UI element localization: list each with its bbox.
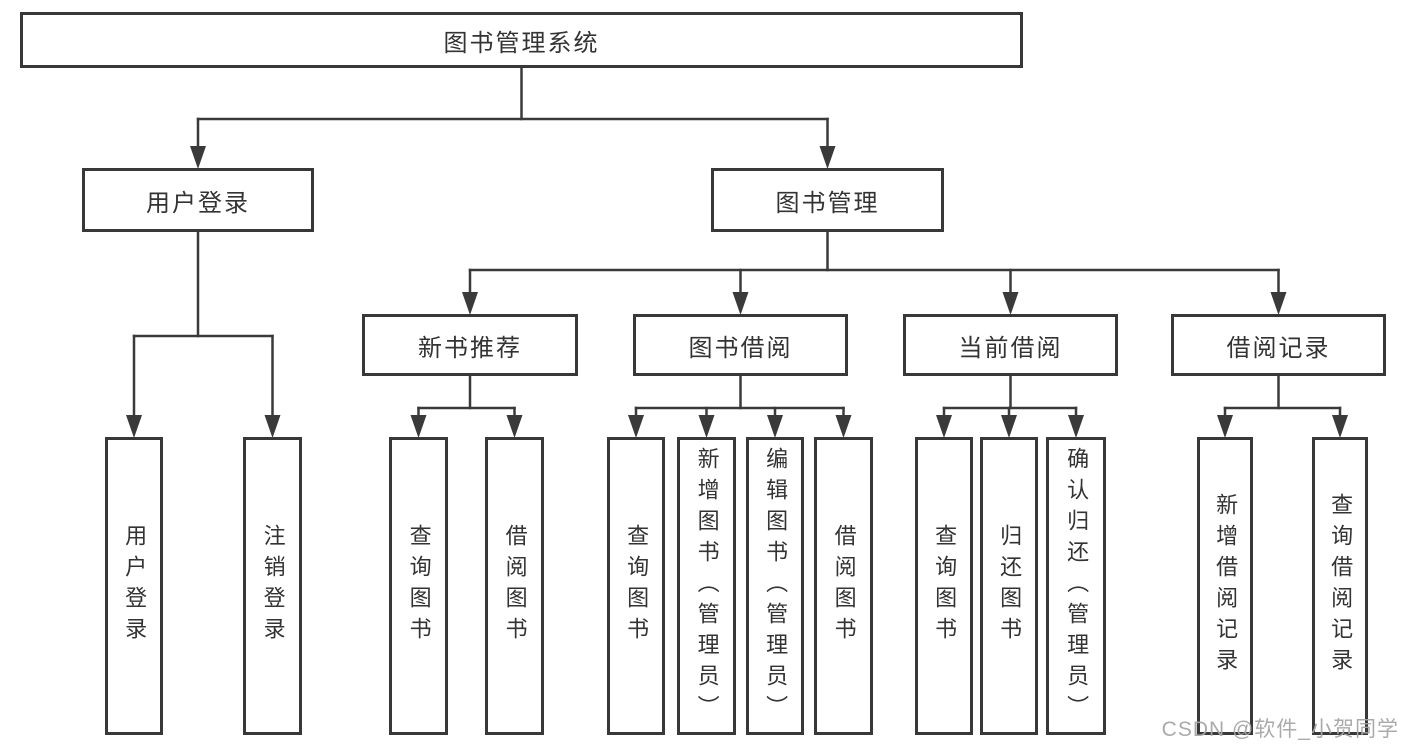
arrowhead-icon	[819, 146, 836, 169]
node-label-borrow-book-borrow: 借阅图书	[831, 524, 857, 648]
node-query-book-current: 查询图书	[915, 437, 973, 735]
node-label-add-book-admin: 新增图书（管理员）	[694, 446, 720, 726]
node-label-logout-op: 注销登录	[260, 524, 286, 648]
node-book-management: 图书管理	[711, 168, 944, 232]
node-label-borrow-book-recommend: 借阅图书	[502, 524, 528, 648]
connector-book-borrowing	[628, 374, 852, 438]
node-label-add-borrow-record: 新增借阅记录	[1213, 493, 1239, 679]
arrowhead-icon	[732, 292, 749, 315]
node-borrow-book-borrow: 借阅图书	[814, 437, 873, 735]
node-query-book-recommend: 查询图书	[389, 437, 448, 735]
node-query-borrow-record: 查询借阅记录	[1312, 437, 1368, 735]
arrowhead-icon	[126, 415, 142, 438]
arrowhead-icon	[1270, 292, 1287, 315]
arrowhead-icon	[628, 415, 644, 438]
node-label-new-book-recommend: 新书推荐	[418, 334, 522, 362]
connector-book-management	[462, 230, 1287, 315]
node-label-current-borrowing: 当前借阅	[958, 334, 1063, 362]
node-label-query-borrow-record: 查询借阅记录	[1328, 493, 1354, 679]
arrowhead-icon	[1068, 415, 1084, 438]
node-current-borrowing: 当前借阅	[903, 314, 1118, 376]
arrowhead-icon	[1002, 292, 1019, 315]
node-borrowing-records: 借阅记录	[1171, 314, 1386, 376]
node-return-book: 归还图书	[980, 437, 1038, 735]
node-label-book-borrowing: 图书借阅	[688, 334, 793, 362]
arrowhead-icon	[835, 415, 852, 438]
node-label-user-login: 用户登录	[146, 189, 250, 217]
arrowhead-icon	[698, 415, 715, 438]
node-book-borrowing: 图书借阅	[633, 314, 848, 376]
node-label-root: 图书管理系统	[443, 29, 600, 57]
node-label-query-book-current: 查询图书	[932, 524, 958, 648]
node-add-book-admin: 新增图书（管理员）	[677, 437, 736, 735]
node-borrow-book-recommend: 借阅图书	[485, 437, 544, 735]
arrowhead-icon	[506, 415, 523, 438]
node-label-query-book-borrow: 查询图书	[624, 524, 650, 648]
arrowhead-icon	[410, 415, 427, 438]
arrowhead-icon	[462, 292, 478, 315]
arrowhead-icon	[264, 415, 281, 438]
connector-user-login	[126, 230, 281, 438]
arrowhead-icon	[190, 146, 206, 169]
node-label-query-book-recommend: 查询图书	[406, 524, 432, 648]
node-label-borrowing-records: 借阅记录	[1226, 334, 1331, 362]
arrowhead-icon	[936, 415, 952, 438]
node-add-borrow-record: 新增借阅记录	[1197, 437, 1253, 735]
node-logout-op: 注销登录	[243, 437, 302, 735]
connector-borrowing-records	[1217, 374, 1348, 438]
arrowhead-icon	[1001, 415, 1017, 438]
arrowhead-icon	[1217, 415, 1233, 438]
node-root: 图书管理系统	[20, 12, 1023, 68]
watermark: CSDN @软件_小贺同学	[1161, 718, 1399, 741]
node-login-op: 用户登录	[105, 437, 163, 735]
node-label-return-book: 归还图书	[997, 524, 1023, 648]
arrowhead-icon	[767, 415, 783, 438]
connector-current-borrowing	[936, 374, 1084, 438]
node-label-login-op: 用户登录	[122, 524, 148, 648]
arrowhead-icon	[1332, 415, 1348, 438]
node-query-book-borrow: 查询图书	[607, 437, 665, 735]
node-label-confirm-return-admin: 确认归还（管理员）	[1064, 446, 1090, 726]
node-new-book-recommend: 新书推荐	[362, 314, 578, 376]
node-edit-book-admin: 编辑图书（管理员）	[746, 437, 804, 735]
connector-new-book-recommend	[410, 374, 523, 438]
node-confirm-return-admin: 确认归还（管理员）	[1046, 437, 1106, 735]
node-label-book-management: 图书管理	[775, 189, 880, 217]
node-label-edit-book-admin: 编辑图书（管理员）	[763, 446, 789, 726]
connector-root	[190, 66, 836, 169]
node-user-login: 用户登录	[82, 168, 314, 232]
